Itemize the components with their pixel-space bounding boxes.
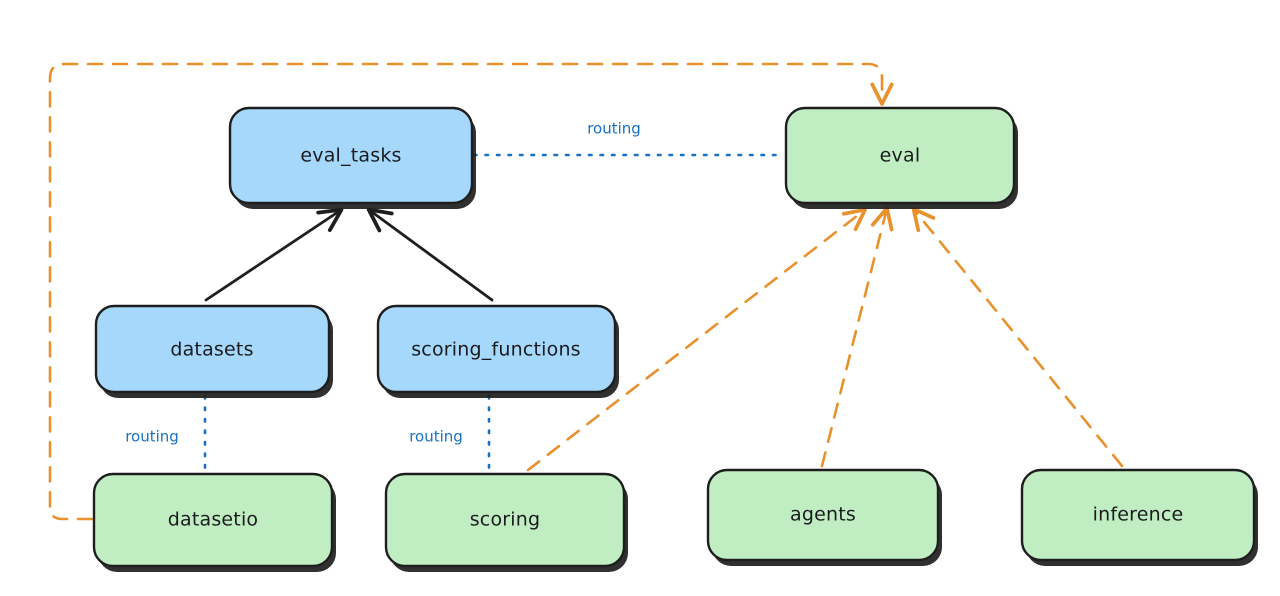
node-datasets-body	[94, 304, 331, 394]
edge-scoring-functions-to-eval-tasks	[366, 207, 494, 302]
node-eval-body	[784, 106, 1016, 205]
edge-inference-to-eval	[911, 207, 1124, 468]
node-scoring-functions-body	[376, 304, 617, 394]
node-datasetio[interactable]: datasetio	[92, 472, 336, 572]
edge-eval-tasks-to-eval: routing	[472, 120, 786, 157]
node-datasets[interactable]: datasets	[94, 304, 333, 398]
node-agents-body	[706, 468, 940, 562]
node-inference[interactable]: inference	[1020, 468, 1258, 566]
node-scoring-functions[interactable]: scoring_functions	[376, 304, 619, 398]
node-agents-label: agents	[790, 504, 856, 526]
node-scoring[interactable]: scoring	[384, 472, 628, 572]
node-datasetio-body	[92, 472, 334, 568]
edge-datasets-to-datasetio: routing	[125, 394, 207, 472]
edge-label-routing-scoring-functions: routing	[409, 428, 463, 446]
node-scoring-body	[384, 472, 626, 568]
edge-datasetio-to-eval	[48, 62, 894, 521]
node-eval-tasks-body	[228, 106, 474, 205]
node-datasetio-label: datasetio	[168, 509, 259, 531]
node-eval-tasks[interactable]: eval_tasks	[228, 106, 476, 209]
node-scoring-label: scoring	[470, 509, 541, 531]
edge-scoring-functions-to-scoring: routing	[409, 394, 491, 472]
edge-label-routing-datasets: routing	[125, 428, 179, 446]
node-inference-label: inference	[1093, 504, 1184, 526]
node-layer: eval_tasks eval datasets scoring_functio…	[92, 106, 1258, 572]
edge-label-routing-eval-tasks: routing	[587, 120, 641, 138]
edge-agents-to-eval	[820, 206, 894, 468]
node-inference-body	[1020, 468, 1256, 562]
node-eval[interactable]: eval	[784, 106, 1018, 209]
edge-datasets-to-eval-tasks	[204, 207, 344, 302]
node-eval-label: eval	[880, 145, 921, 167]
edge-scoring-to-eval	[526, 207, 867, 472]
node-datasets-label: datasets	[170, 339, 253, 361]
edge-layer: routing routing routing	[48, 62, 1124, 521]
node-scoring-functions-label: scoring_functions	[411, 339, 581, 361]
node-agents[interactable]: agents	[706, 468, 942, 566]
node-eval-tasks-label: eval_tasks	[300, 145, 401, 167]
